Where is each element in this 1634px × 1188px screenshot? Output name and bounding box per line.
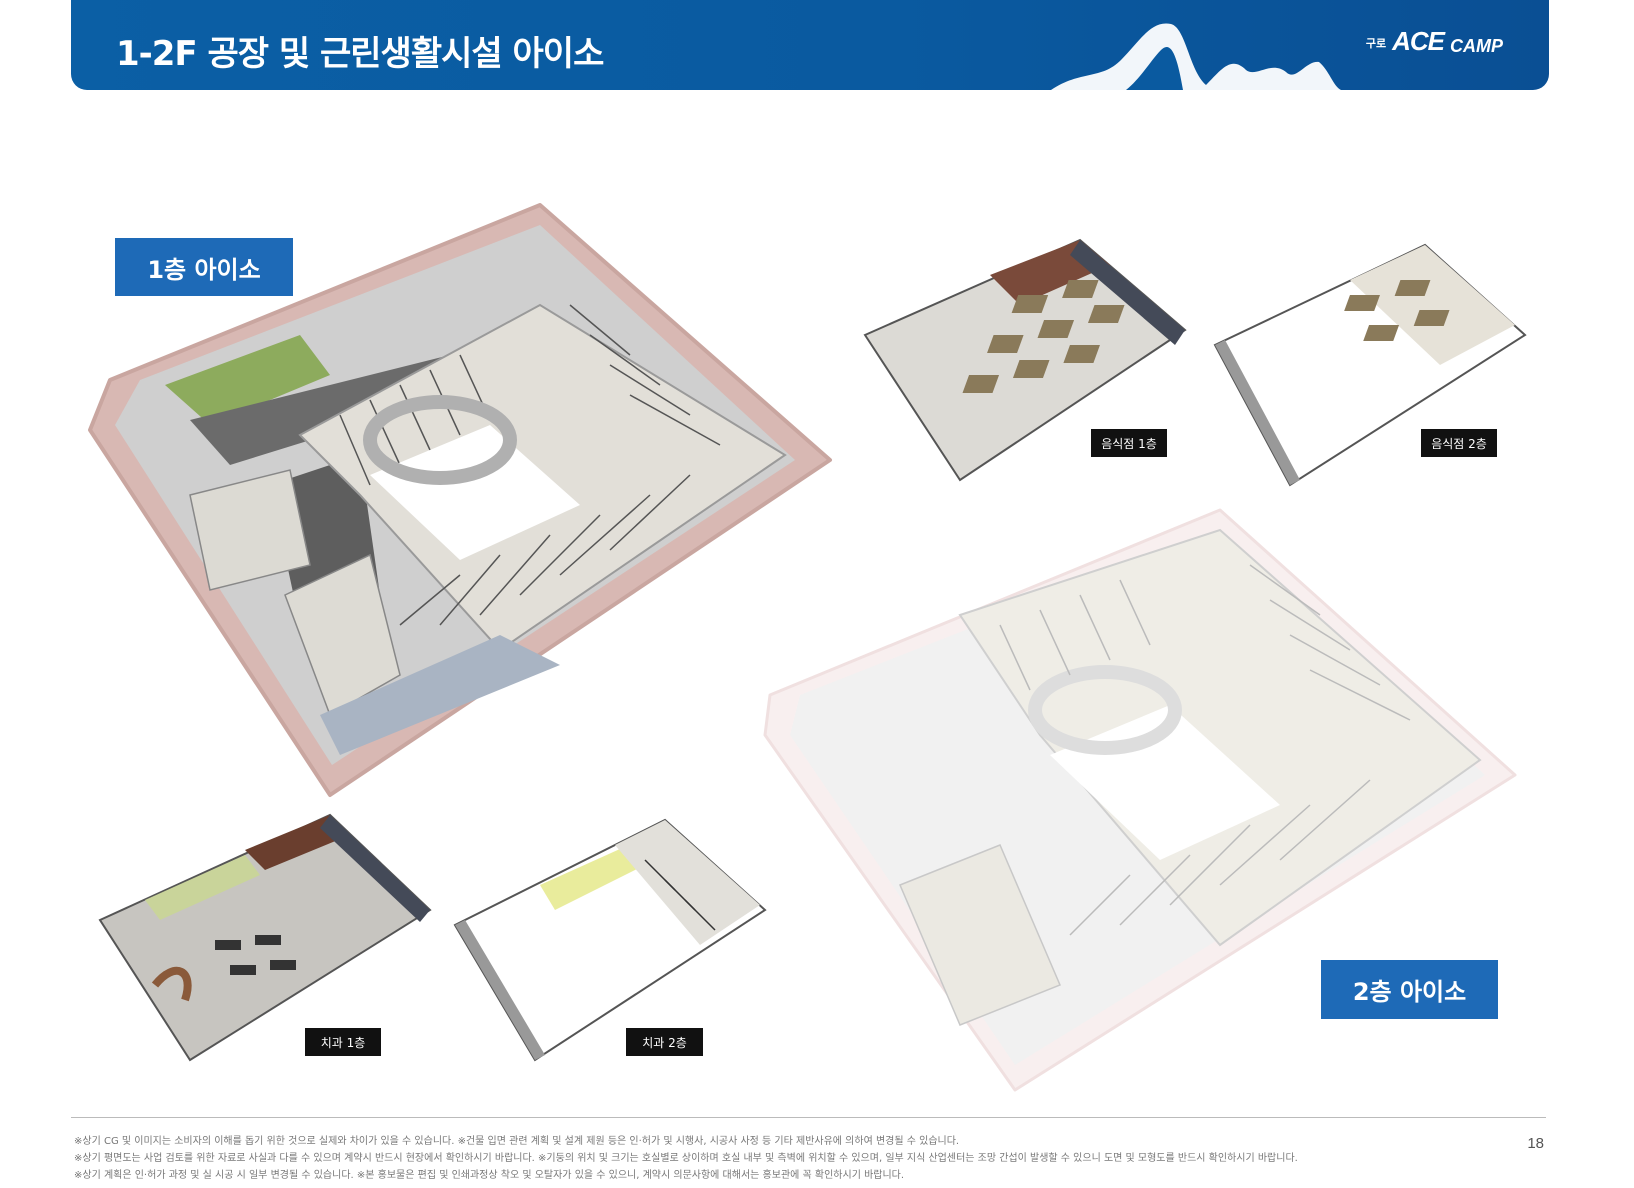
disclaimer-line-2: ※상기 평면도는 사업 검토를 위한 자료로 사실과 다를 수 있으며 계약시 … <box>74 1153 1298 1164</box>
page-number: 18 <box>1527 1135 1544 1152</box>
floor2-label: 2층 아이소 <box>1321 960 1498 1019</box>
header-banner: 1-2F 공장 및 근린생활시설 아이소 구로 ACE CAMP <box>71 0 1549 90</box>
dental-1f-caption: 치과 1층 <box>305 1028 381 1056</box>
dental-1f-isometric <box>98 813 432 1062</box>
disclaimer-notes: ※상기 CG 및 이미지는 소비자의 이해를 돕기 위한 것으로 실제와 차이가… <box>74 1133 1474 1184</box>
restaurant-2f-isometric <box>1213 243 1527 487</box>
footer-divider <box>71 1117 1546 1118</box>
logo-prefix: 구로 <box>1365 38 1387 50</box>
floor1-label: 1층 아이소 <box>115 238 293 296</box>
dental-2f-caption: 치과 2층 <box>626 1028 703 1056</box>
logo-ace: ACE <box>1392 26 1445 56</box>
dental-2f-isometric <box>453 818 767 1062</box>
disclaimer-line-3: ※상기 계획은 인·허가 과정 및 실 시공 시 일부 변경될 수 있습니다. … <box>74 1170 905 1181</box>
mountain-silhouette-graphic <box>1051 23 1341 90</box>
disclaimer-line-1: ※상기 CG 및 이미지는 소비자의 이해를 돕기 위한 것으로 실제와 차이가… <box>74 1136 960 1147</box>
restaurant-1f-caption: 음식점 1층 <box>1091 429 1167 457</box>
ace-camp-logo: 구로 ACE CAMP <box>1366 26 1503 57</box>
page-title: 1-2F 공장 및 근린생활시설 아이소 <box>116 34 604 74</box>
floor2-isometric-plan <box>763 508 1517 1092</box>
floor1-isometric-plan <box>88 203 832 797</box>
restaurant-1f-isometric <box>863 238 1187 482</box>
logo-camp: CAMP <box>1450 36 1503 56</box>
restaurant-2f-caption: 음식점 2층 <box>1421 429 1497 457</box>
